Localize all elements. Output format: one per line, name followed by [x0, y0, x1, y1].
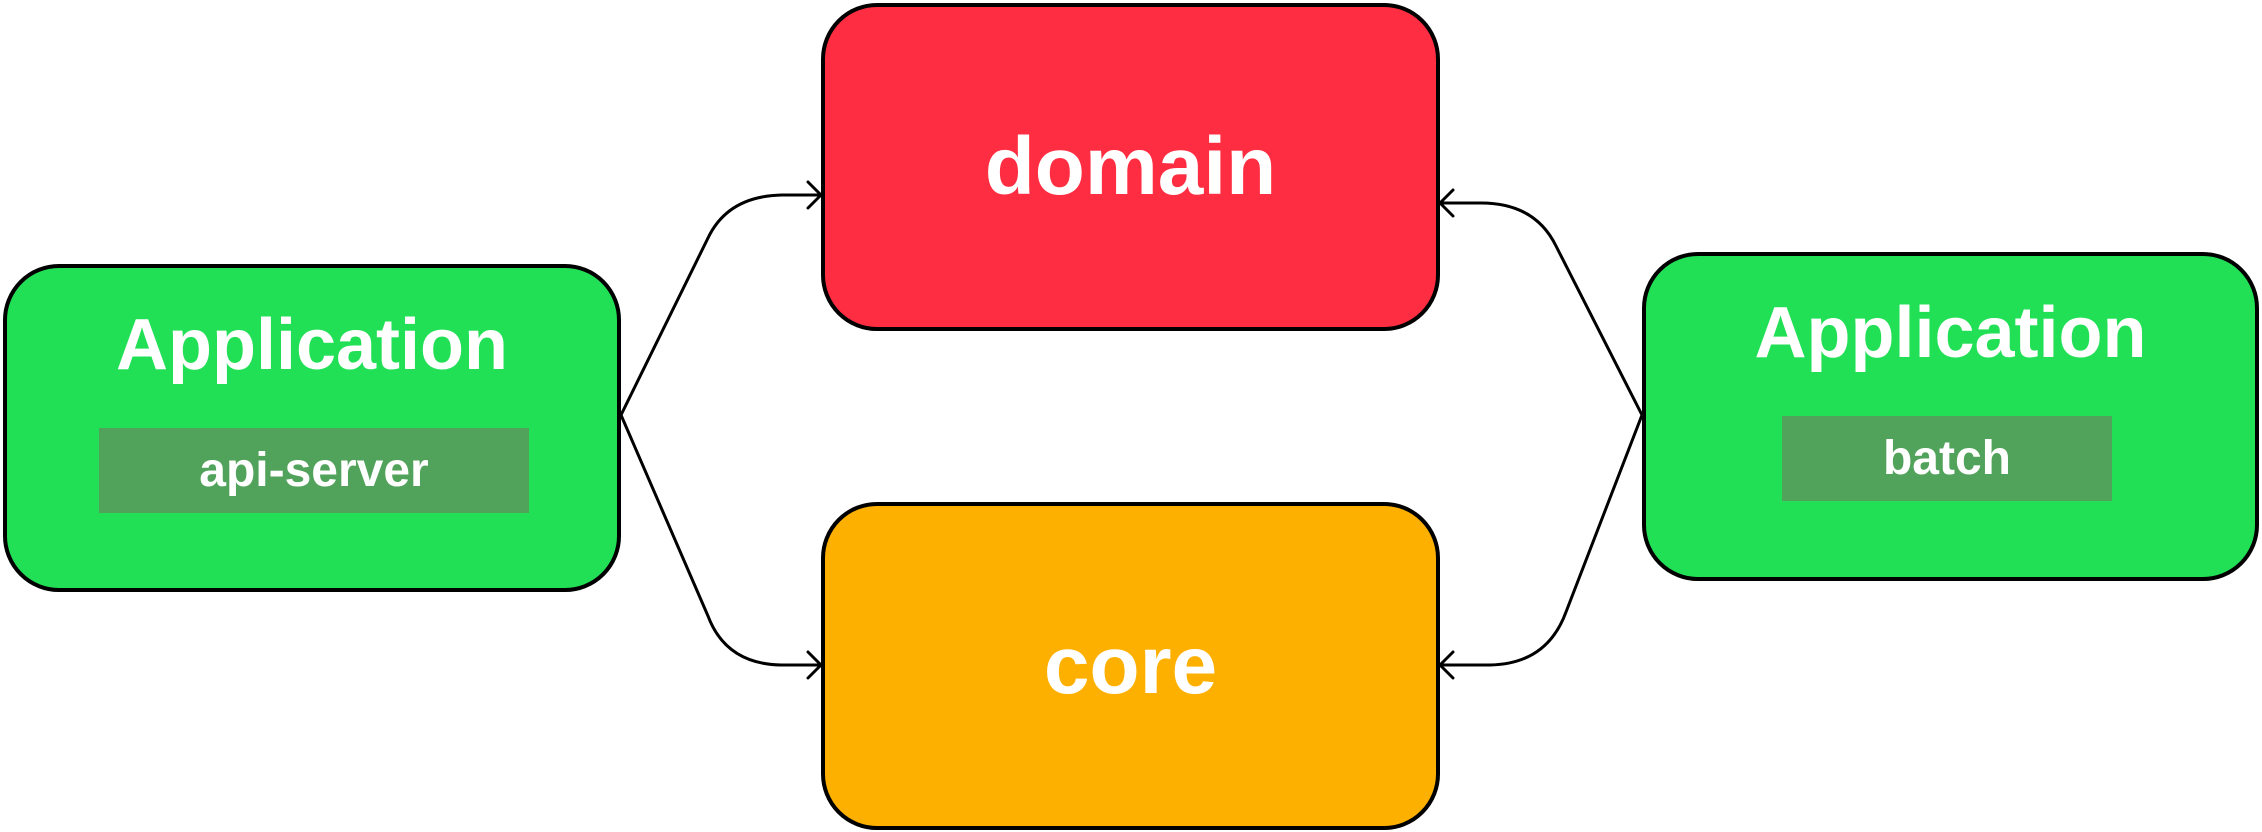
- arrowhead-core-left: [806, 650, 823, 680]
- module-label-batch: batch: [1882, 431, 2011, 485]
- edge-batch-to-domain: [1438, 201, 1644, 417]
- edge-api-server-to-domain: [619, 193, 823, 417]
- arrowhead-core-right: [1438, 650, 1455, 680]
- edge-api-server-to-core: [619, 413, 823, 667]
- module-label-api-server: api-server: [199, 443, 429, 497]
- application-batch-node: Application batch: [1642, 252, 2259, 581]
- core-title: core: [1043, 620, 1218, 711]
- application-title: Application: [1754, 293, 2147, 373]
- arrowhead-domain-right: [1438, 188, 1455, 218]
- edge-batch-to-core: [1438, 413, 1644, 667]
- module-label-box: batch: [1782, 416, 2112, 501]
- application-title: Application: [116, 305, 508, 385]
- domain-node: domain: [821, 3, 1440, 331]
- module-label-box: api-server: [99, 428, 529, 513]
- core-node: core: [821, 502, 1440, 830]
- domain-title: domain: [984, 121, 1277, 212]
- application-api-server-node: Application api-server: [3, 264, 621, 592]
- arrowhead-domain-left: [806, 180, 823, 210]
